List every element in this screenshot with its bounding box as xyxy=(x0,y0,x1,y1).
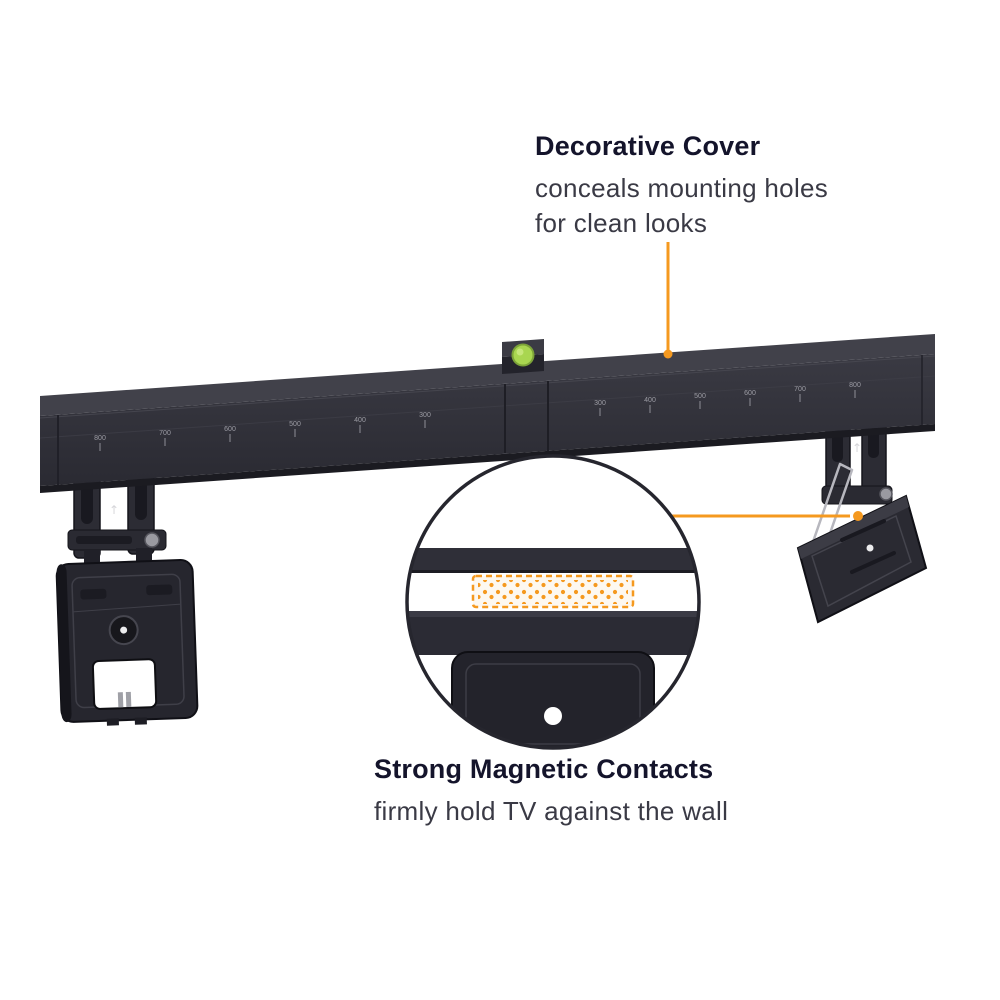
ruler-label: 300 xyxy=(419,412,431,419)
ruler-label: 400 xyxy=(644,397,656,404)
right-plate-slot xyxy=(840,519,886,542)
left-connector-tab xyxy=(136,548,152,564)
level-bubble xyxy=(511,343,535,367)
left-plate xyxy=(55,559,199,726)
latch-knob xyxy=(879,487,893,501)
decorative-cover-description: conceals mounting holes for clean looks xyxy=(535,171,965,241)
right-wall-plate xyxy=(796,462,928,624)
left-plate-window xyxy=(91,658,158,710)
plate-closeup-outline xyxy=(465,663,641,745)
lens-content xyxy=(407,548,699,748)
plate-closeup-dot xyxy=(544,707,562,725)
release-button-dot xyxy=(120,626,128,634)
ruler-label: 400 xyxy=(354,417,366,424)
rail-edge-shadow xyxy=(407,570,699,573)
ruler-label: 600 xyxy=(744,390,756,397)
callout-magnetic-contacts: Strong Magnetic Contacts firmly hold TV … xyxy=(374,753,894,829)
rail-front-face xyxy=(40,354,935,486)
contact-pin xyxy=(117,692,124,708)
wall-mount-rail: 800 700 600 500 400 300 300 400 500 xyxy=(39,334,936,493)
right-plate-body xyxy=(796,494,928,624)
ruler-label: 600 xyxy=(224,426,236,433)
release-button-dot xyxy=(866,544,874,552)
left-strap-slot xyxy=(135,478,147,520)
rail-bottom-lip xyxy=(40,424,935,493)
decorative-cover-title: Decorative Cover xyxy=(535,131,761,161)
left-strap-slot xyxy=(81,482,93,524)
rail-edge-closeup xyxy=(407,548,699,573)
level-bubble-highlight xyxy=(516,348,524,356)
ruler-label: 500 xyxy=(694,393,706,400)
ruler-label: 800 xyxy=(849,382,861,389)
left-wall-plate xyxy=(55,529,199,726)
bracket-lip-closeup xyxy=(407,611,699,655)
magnifier-inset xyxy=(405,454,863,750)
rail-top-face xyxy=(40,334,935,416)
right-plate-bevel xyxy=(798,496,909,559)
right-plate-slot xyxy=(850,551,896,574)
magnetic-contacts-title: Strong Magnetic Contacts xyxy=(374,754,714,784)
latch-knob xyxy=(144,532,160,548)
ruler-label: 700 xyxy=(794,386,806,393)
up-arrow-icon: ↑ xyxy=(852,441,862,455)
callout-dot xyxy=(663,349,673,359)
rail-ruler-right: 300 400 500 600 700 800 xyxy=(594,382,861,416)
magnetic-contacts-description: firmly hold TV against the wall xyxy=(374,795,729,826)
left-plate-foot xyxy=(106,718,119,726)
bracket-lip-bevel xyxy=(407,611,699,617)
up-arrow-icon: ↑ xyxy=(109,503,119,517)
callout-decorative-cover: Decorative Cover conceals mounting holes… xyxy=(535,130,965,241)
plate-closeup xyxy=(451,651,655,748)
callout-line-decorative-cover xyxy=(663,242,673,359)
ruler-label: 800 xyxy=(94,435,106,442)
ruler-label: 500 xyxy=(289,421,301,428)
ruler-label: 700 xyxy=(159,430,171,437)
left-plate-slot xyxy=(80,588,107,600)
decorative-cover-line2: for clean looks xyxy=(535,207,708,238)
left-plate-edge xyxy=(56,564,72,723)
left-plate-slot xyxy=(146,584,173,596)
magnetic-strip-texture xyxy=(478,580,628,604)
callout-dot xyxy=(853,511,863,521)
left-clamp-slot xyxy=(76,536,132,544)
contact-pin xyxy=(125,691,132,708)
left-plate-groove xyxy=(72,603,181,613)
lens-ring xyxy=(405,454,701,750)
bubble-level-icon xyxy=(502,339,544,374)
decorative-cover-line1: conceals mounting holes xyxy=(535,172,829,203)
ruler-label: 300 xyxy=(594,400,606,407)
rail-groove xyxy=(39,375,936,439)
rail-highlight xyxy=(39,355,936,419)
rail-ruler-left: 800 700 600 500 400 300 xyxy=(94,412,431,451)
left-plate-foot xyxy=(134,717,147,725)
